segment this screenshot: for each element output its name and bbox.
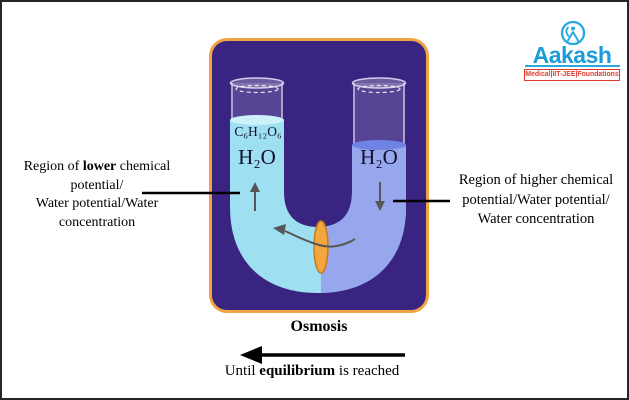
aakash-tagline: Medical|IIT-JEE|Foundations (524, 69, 620, 81)
caption-pre: Until (224, 363, 260, 379)
left-tube-glass (229, 77, 285, 121)
aakash-brand-underline (525, 65, 620, 67)
left-label-line1-pre: Region of (23, 159, 83, 174)
aakash-logo-icon (560, 20, 586, 46)
left-tube-water-label: H₂O (238, 145, 276, 169)
right-region-label-line3: Water concentration (477, 211, 595, 227)
down-arrow-icon (375, 182, 385, 211)
left-label-line1-post: chemical (116, 159, 171, 174)
left-liquid-surface (230, 115, 284, 125)
right-tube-glass (351, 77, 407, 145)
equilibrium-caption: Until equilibrium is reached (182, 363, 442, 380)
left-region-label-line4: concentration (58, 214, 136, 230)
left-region-label-line3: Water potential/Water (35, 196, 159, 211)
left-label-line1-bold: lower (82, 159, 117, 174)
left-region-label-line1: Region of lower chemical (8, 158, 186, 177)
caption-post: is reached (335, 363, 400, 379)
up-arrow-icon (250, 182, 260, 211)
right-region-label-line1: Region of higher chemical (458, 172, 614, 188)
right-tube-water-label: H₂O (360, 145, 398, 169)
diagram-title: Osmosis (290, 318, 348, 335)
water-flow-arrow-icon (273, 224, 356, 248)
left-tube-solute-label: C₆H₁₂O₆ (234, 124, 282, 139)
right-liquid-surface (352, 140, 406, 150)
equilibrium-arrow-icon (240, 346, 405, 364)
right-region-label: Region of higher chemical potential/Wate… (443, 171, 627, 230)
aakash-brand-name: Aakash (532, 42, 612, 68)
right-region-label-line2: potential/Water potential/ (462, 191, 610, 208)
left-region-label-line2: potential/ (70, 177, 124, 193)
u-tube-liquid-right (321, 145, 406, 293)
left-region-label: Region of lower chemical potential/ Wate… (8, 158, 186, 232)
caption-bold: equilibrium (259, 363, 336, 379)
